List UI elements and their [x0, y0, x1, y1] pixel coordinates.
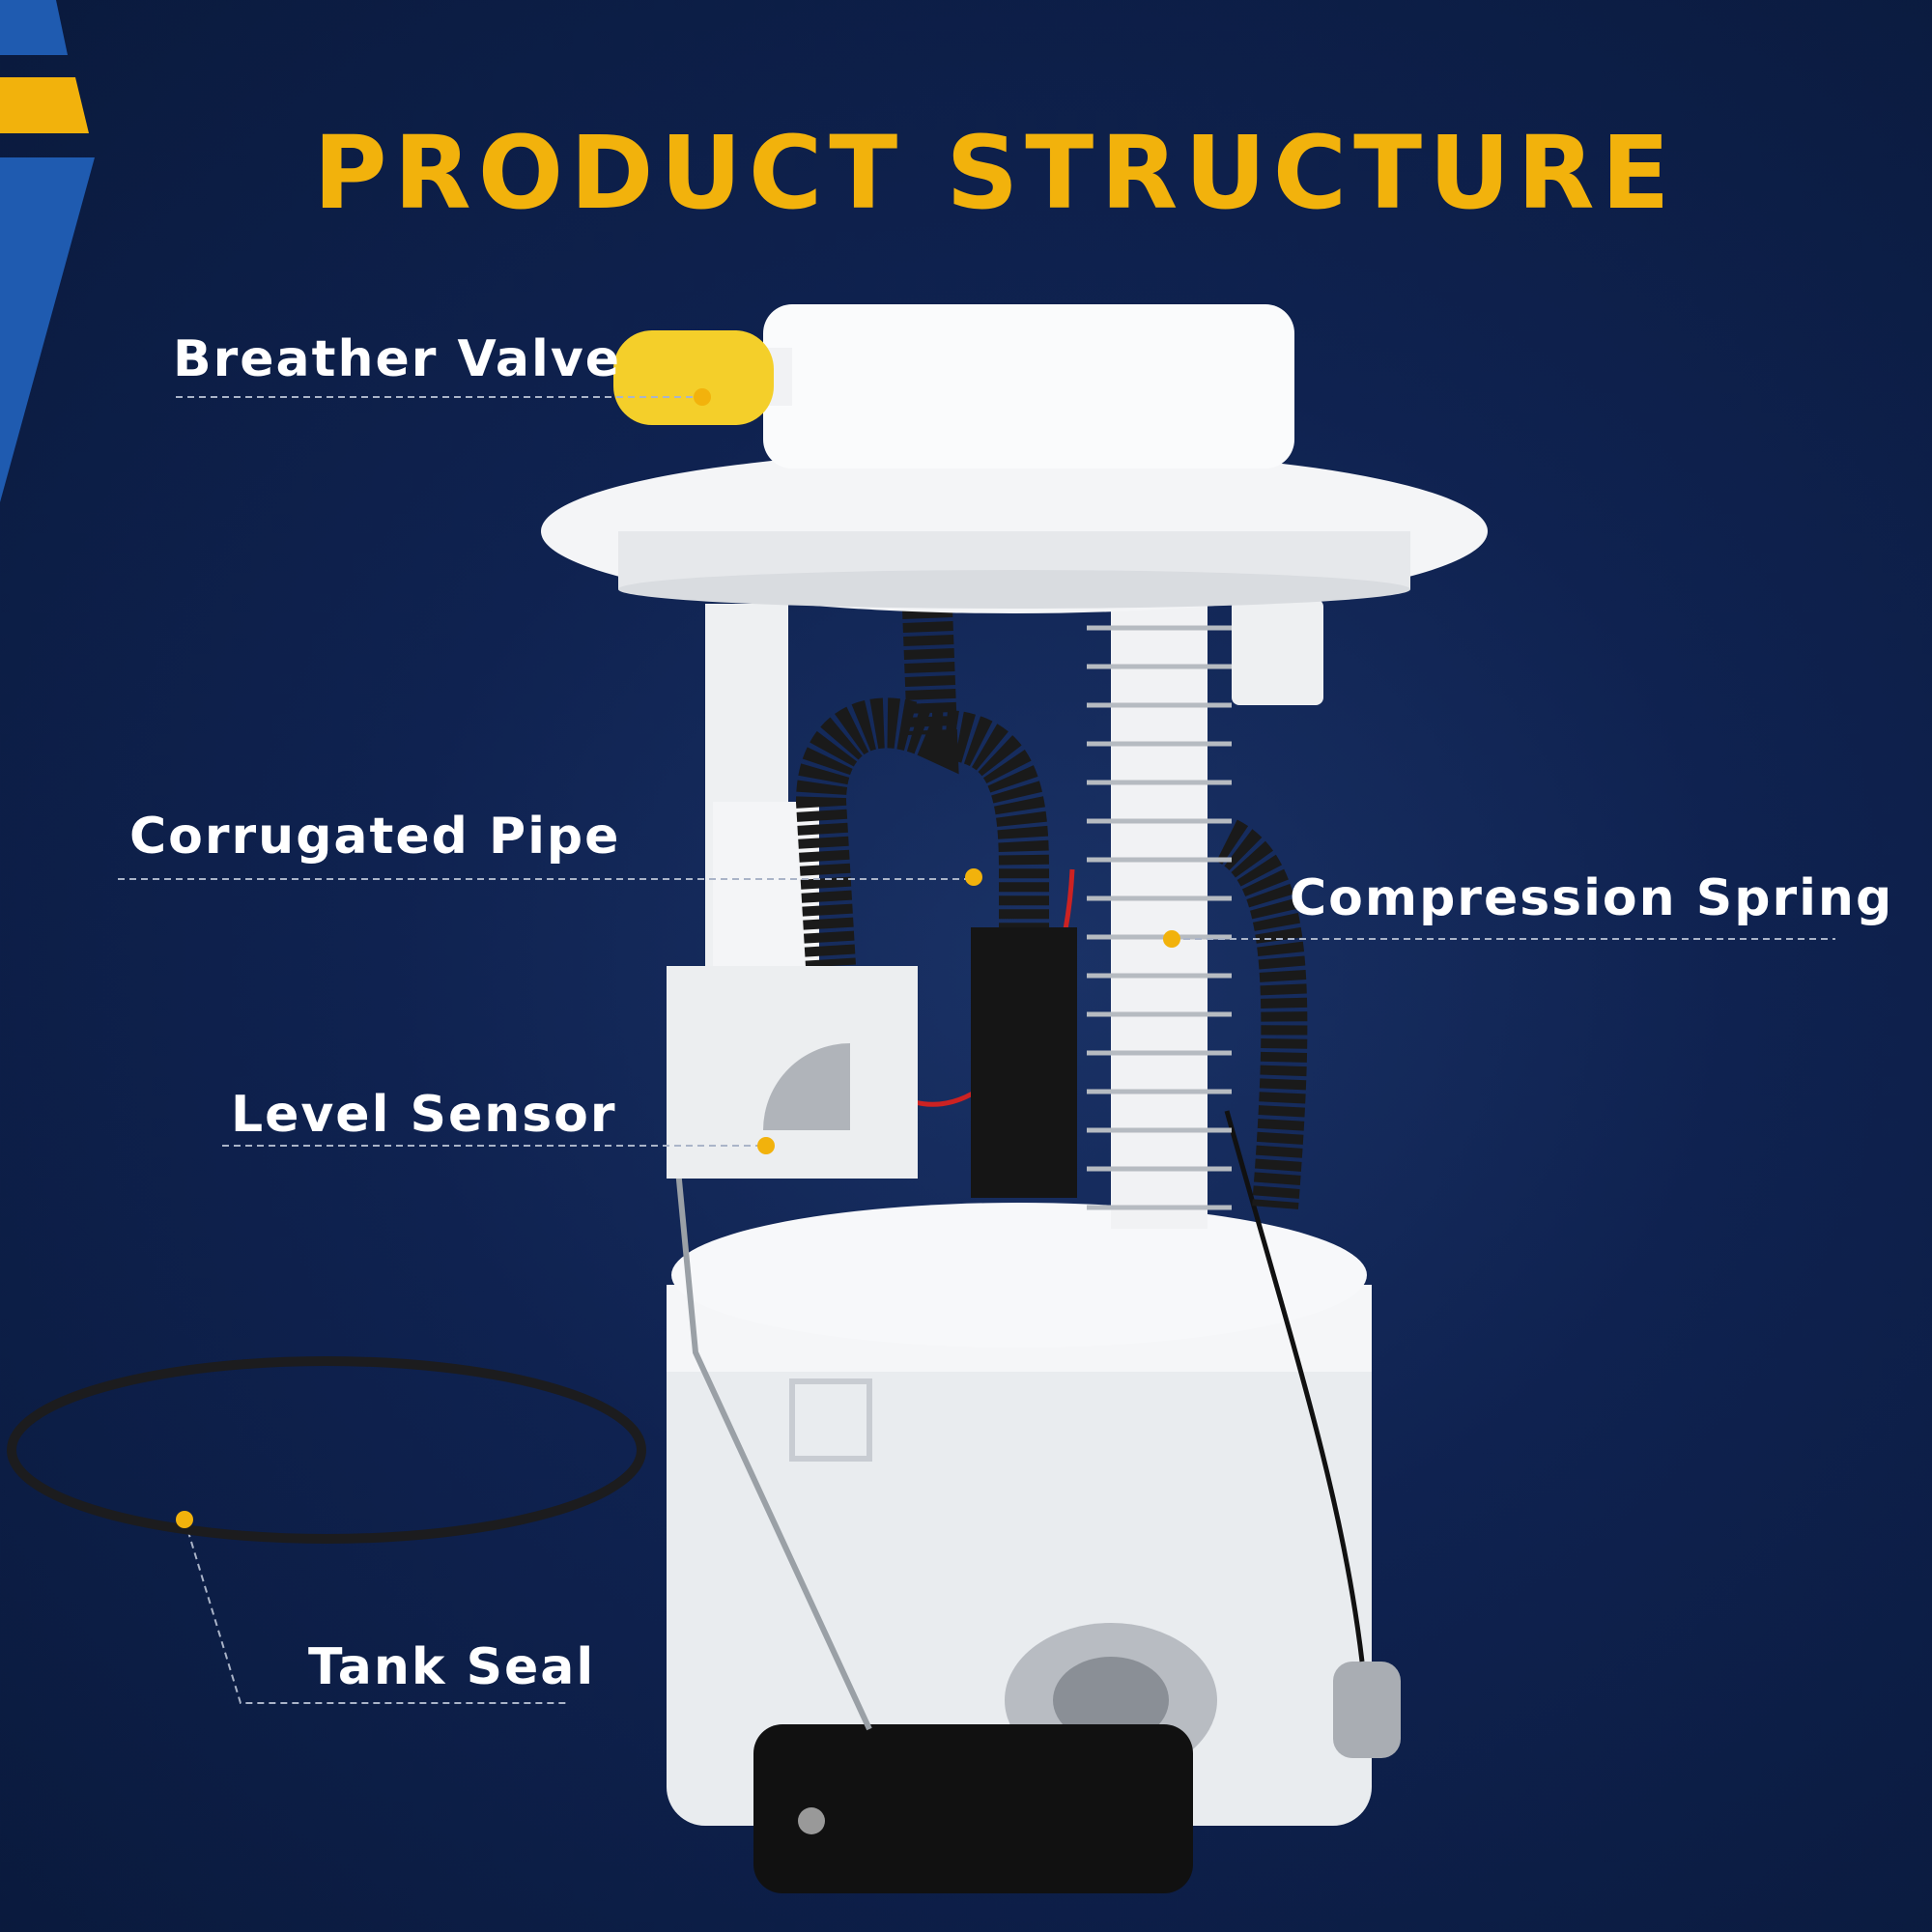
- tank-seal-leader: [184, 1519, 569, 1704]
- level-sensor-dot: [757, 1137, 775, 1154]
- callout-dots: [176, 388, 1180, 1528]
- fuel-pump-image: [541, 304, 1488, 1893]
- label-breather-valve: Breather Valve: [173, 330, 622, 388]
- label-corrugated-pipe: Corrugated Pipe: [129, 808, 621, 866]
- corrugated-pipe-dot: [965, 868, 982, 886]
- label-level-sensor: Level Sensor: [231, 1086, 617, 1144]
- label-compression-spring: Compression Spring: [1290, 869, 1894, 927]
- tank-seal-dot: [176, 1511, 193, 1528]
- corner-decoration: [0, 0, 95, 502]
- label-tank-seal: Tank Seal: [308, 1638, 596, 1696]
- callout-lines: [118, 396, 1835, 1704]
- breather-valve-dot: [694, 388, 711, 406]
- compression-spring-dot: [1163, 930, 1180, 948]
- tank-seal-o-ring: [7, 1356, 646, 1544]
- page-title: PRODUCT STRUCTURE: [313, 114, 1677, 232]
